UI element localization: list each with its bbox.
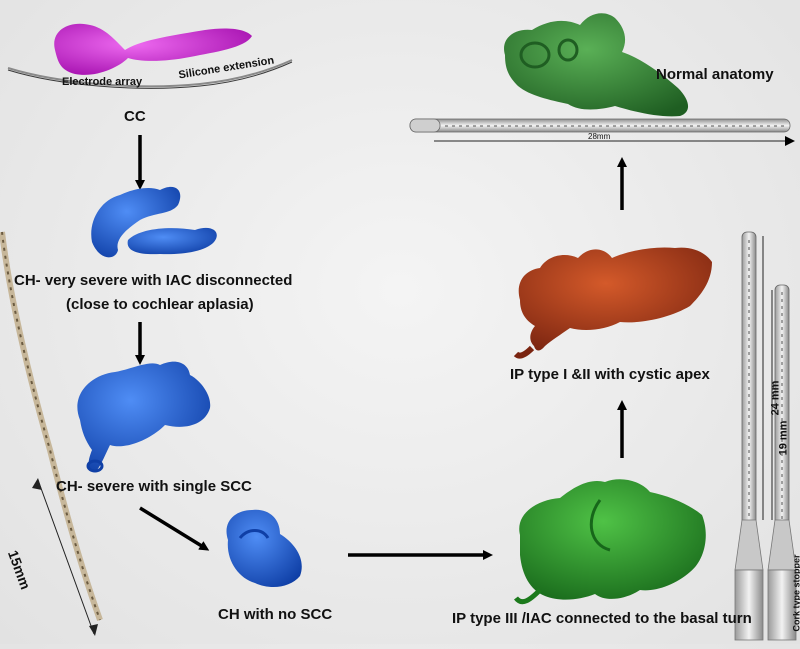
label-24mm: 24 mm xyxy=(769,380,782,416)
cc-electrode-illustration xyxy=(7,23,293,89)
label-cork-stopper: Cork type stopper xyxy=(791,554,800,632)
electrode-15mm xyxy=(0,231,103,636)
label-normal-anatomy: Normal anatomy xyxy=(656,66,774,83)
normal-anatomy-illustration xyxy=(504,13,689,117)
label-electrode-array: Electrode array xyxy=(62,76,143,88)
label-ch-no-scc: CH with no SCC xyxy=(218,606,333,623)
ip-type-1-2-illustration xyxy=(513,247,712,359)
label-28mm: 28mm xyxy=(588,132,611,141)
label-ip-type-3: IP type III /IAC connected to the basal … xyxy=(452,610,752,627)
electrode-24mm xyxy=(734,231,764,641)
electrode-19mm xyxy=(767,284,797,641)
label-ch-severe-single-scc: CH- severe with single SCC xyxy=(56,478,252,495)
label-19mm: 19 mm xyxy=(777,420,790,456)
ch-severe-single-scc-illustration xyxy=(77,361,211,473)
label-ch-very-severe: CH- very severe with IAC disconnected xyxy=(14,272,293,289)
label-ip-type-1-2: IP type I &II with cystic apex xyxy=(510,366,710,383)
arrow-to-ch-no-scc xyxy=(139,506,210,551)
label-cc: CC xyxy=(124,108,146,125)
ip-type-3-illustration xyxy=(514,479,706,605)
label-ch-very-severe-note: (close to cochlear aplasia) xyxy=(66,296,254,313)
electrode-28mm xyxy=(409,118,795,146)
ch-no-scc-illustration xyxy=(226,509,302,588)
ch-very-severe-illustration xyxy=(91,186,217,258)
